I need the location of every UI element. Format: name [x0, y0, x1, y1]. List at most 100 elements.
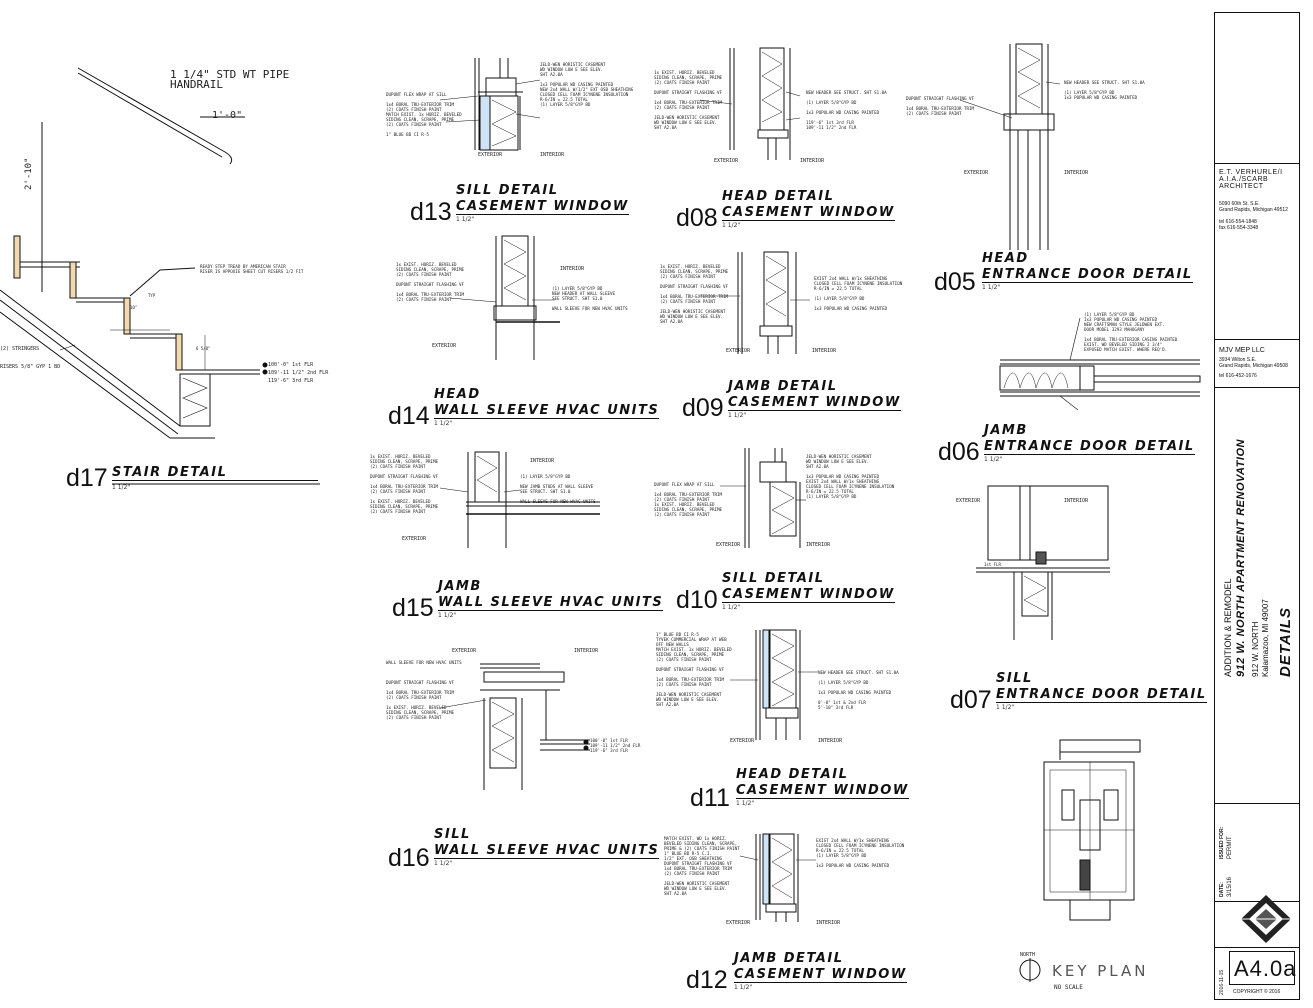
- d08-right-notes: NEW HEADER SEE STRUCT. SHT S1.0A (1) LAY…: [806, 90, 887, 130]
- tb-divider-1: [1215, 163, 1299, 164]
- d13-left-notes: DUPONT FLEX WRAP AT SILL 1x4 BORAL TRU-E…: [386, 92, 462, 137]
- dimension-1ft: 1'-0": [212, 110, 243, 121]
- architect-address: 5090 60th St. S.E. Grand Rapids, Michiga…: [1219, 201, 1288, 213]
- d09-exterior: EXTERIOR: [726, 348, 751, 354]
- tb-divider-4: [1215, 803, 1299, 804]
- d16-interior: INTERIOR: [574, 648, 599, 654]
- date-value: 3/15/16: [1227, 876, 1233, 897]
- d15-interior: INTERIOR: [530, 458, 555, 464]
- d07-floor-label: 1st FLR: [984, 562, 1001, 567]
- tb-divider-3: [1215, 387, 1299, 388]
- d05-exterior: EXTERIOR: [964, 170, 989, 176]
- stair-riser-dim: 6 5/8": [196, 346, 211, 351]
- sheet-number: A4.0a: [1234, 956, 1297, 981]
- d12-exterior: EXTERIOR: [726, 920, 751, 926]
- issued-for-value: PERMIT: [1227, 836, 1233, 859]
- d08-drawing: [729, 47, 791, 160]
- stair-elev-3: 119'-6" 3rd FLR: [268, 378, 314, 384]
- title-block: E.T. VERHURLE/I A.I.A./SCARB ARCHITECT 5…: [1214, 12, 1300, 1000]
- d11-right-notes: NEW HEADER SEE STRUCT. SHT S1.0A (1) LAY…: [818, 670, 899, 710]
- d05-left-notes: DUPONT STRAIGHT FLASHING VF 1x4 BORAL TR…: [906, 96, 975, 116]
- issued-for-label: ISSUED FOR:: [1219, 826, 1225, 859]
- d07-drawing: [976, 485, 1110, 640]
- d14-drawing: [493, 235, 560, 360]
- stair-typ: TYP: [148, 293, 156, 298]
- d14-exterior: EXTERIOR: [432, 343, 457, 349]
- d12-interior: INTERIOR: [816, 920, 841, 926]
- date-label: DATE:: [1219, 882, 1225, 897]
- d09-drawing: [737, 251, 797, 354]
- d10-left-notes: DUPONT FLEX WRAP AT SILL 1x4 BORAL TRU-E…: [654, 482, 723, 517]
- project-type: ADDITION & REMODEL: [1223, 578, 1233, 677]
- d05-right-notes: NEW HEADER SEE STRUCT. SHT S1.0A (1) LAY…: [1064, 80, 1145, 100]
- d10-right-notes: JELD-WEN HORISTIC CASEMENT WD WINDOW LOW…: [806, 454, 895, 499]
- d13-right-notes: JELD-WEN HORISTIC CASEMENT WD WINDOW LOW…: [540, 62, 634, 107]
- key-plan-scale: NO SCALE: [1054, 984, 1083, 991]
- mep-address: 3934 Wilton S.E. Grand Rapids, Michigan …: [1219, 357, 1288, 369]
- d06-drawing: [999, 359, 1201, 397]
- d14-left-notes: 1x EXIST. HORIZ. BEVELED SIDING CLEAN, S…: [396, 262, 465, 302]
- d16-left-notes: WALL SLEEVE FOR NEW HVAC UNITS DUPONT ST…: [386, 660, 462, 720]
- d16-drawing: [480, 663, 590, 790]
- d10-interior: INTERIOR: [806, 542, 831, 548]
- key-plan-north: NORTH: [1020, 952, 1036, 958]
- stair-detail-drawing: [0, 67, 320, 485]
- d11-exterior: EXTERIOR: [730, 738, 755, 744]
- d11-drawing: [755, 629, 801, 740]
- d14-right-notes: (1) LAYER 5/8"GYP BD NEW HEADER AT WALL …: [552, 286, 628, 311]
- architect-logo-icon: [1241, 895, 1291, 943]
- d08-exterior: EXTERIOR: [714, 158, 739, 164]
- stair-elev-2: 109'-11 1/2" 2nd FLR: [268, 370, 329, 376]
- d16-right-notes: 100'-0" 1st FLR 109'-11 1/2" 2nd FLR 119…: [590, 738, 641, 753]
- risers-note: RISERS 5/8" GYP 1 BD: [0, 364, 61, 370]
- tb-divider-2: [1215, 339, 1299, 340]
- tb-divider-6: [1215, 947, 1299, 948]
- d15-right-notes: (1) LAYER 5/8"GYP BD NEW JAMB STUDS AT W…: [520, 474, 596, 504]
- project-name: 912 W. NORTH APARTMENT RENOVATION: [1235, 439, 1247, 677]
- mep-name: MJV MEP LLC: [1219, 347, 1265, 354]
- d11-left-notes: 1" BLUE BD CI R-5 TYVEK COMMERCIAL WRAP …: [656, 632, 732, 707]
- key-plan-title: KEY PLAN: [1052, 962, 1149, 980]
- d15-drawing: [466, 451, 600, 548]
- handrail-note: 1 1/4" STD WT PIPE HANDRAIL: [170, 68, 290, 91]
- d05-drawing: [1003, 43, 1055, 250]
- project-address-1: 912 W. NORTH: [1251, 621, 1260, 677]
- d09-interior: INTERIOR: [812, 348, 837, 354]
- d15-exterior: EXTERIOR: [402, 536, 427, 542]
- d05-interior: INTERIOR: [1064, 170, 1089, 176]
- sheet-title: DETAILS: [1277, 606, 1294, 677]
- d13-interior: INTERIOR: [540, 152, 565, 158]
- sheet-number-box: A4.0a: [1229, 951, 1297, 985]
- stair-tread-dim: 10": [130, 305, 138, 310]
- architect-phone: tel 616-554-1848 fax 616-554-3348: [1219, 219, 1259, 231]
- dimension-2ft10: 2'-10": [24, 157, 34, 190]
- d09-left-notes: 1x EXIST. HORIZ. BEVELED SIDING CLEAN, S…: [660, 264, 729, 324]
- d07-interior: INTERIOR: [1064, 498, 1089, 504]
- leader-lines: [439, 79, 1081, 861]
- sheet-date: 2016-11-15: [1219, 969, 1225, 995]
- d11-interior: INTERIOR: [818, 738, 843, 744]
- d08-left-notes: 1x EXIST. HORIZ. BEVELED SIDING CLEAN, S…: [654, 70, 723, 130]
- copyright: COPYRIGHT © 2016: [1233, 989, 1281, 995]
- d14-interior: INTERIOR: [560, 266, 585, 272]
- mep-phone: tel 616-452-1676: [1219, 373, 1257, 379]
- d13-exterior: EXTERIOR: [478, 152, 503, 158]
- d15-left-notes: 1x EXIST. HORIZ. BEVELED SIDING CLEAN, S…: [370, 454, 439, 514]
- d10-exterior: EXTERIOR: [716, 542, 741, 548]
- stringers-note: (2) STRINGERS: [0, 346, 40, 352]
- stair-elev-1: 100'-0" 1st FLR: [268, 362, 314, 368]
- d06-right-notes: (1) LAYER 5/8"GYP BD 1x3 POPULAR WD CASI…: [1084, 312, 1178, 352]
- d12-right-notes: EXIST 2x4 WALL W/1x SHEATHING CLOSED CEL…: [816, 838, 905, 868]
- tb-divider-5: [1215, 901, 1299, 902]
- d07-exterior: EXTERIOR: [956, 498, 981, 504]
- d09-right-notes: EXIST 2x4 WALL W/1x SHEATHING CLOSED CEL…: [814, 276, 903, 311]
- architect-name: E.T. VERHURLE/I A.I.A./SCARB ARCHITECT: [1219, 169, 1283, 190]
- d10-drawing: [744, 448, 801, 548]
- project-address-2: Kalamazoo, MI 49007: [1261, 599, 1270, 677]
- stair-tread-note: READY STEP TREAD BY AMERICAN STAIR RISER…: [200, 264, 304, 274]
- d12-left-notes: MATCH EXIST. WD 1x HORIZ. BEVELED SIDING…: [664, 836, 740, 896]
- d08-interior: INTERIOR: [800, 158, 825, 164]
- key-plan-drawing: [1019, 739, 1141, 982]
- d12-drawing: [755, 833, 799, 922]
